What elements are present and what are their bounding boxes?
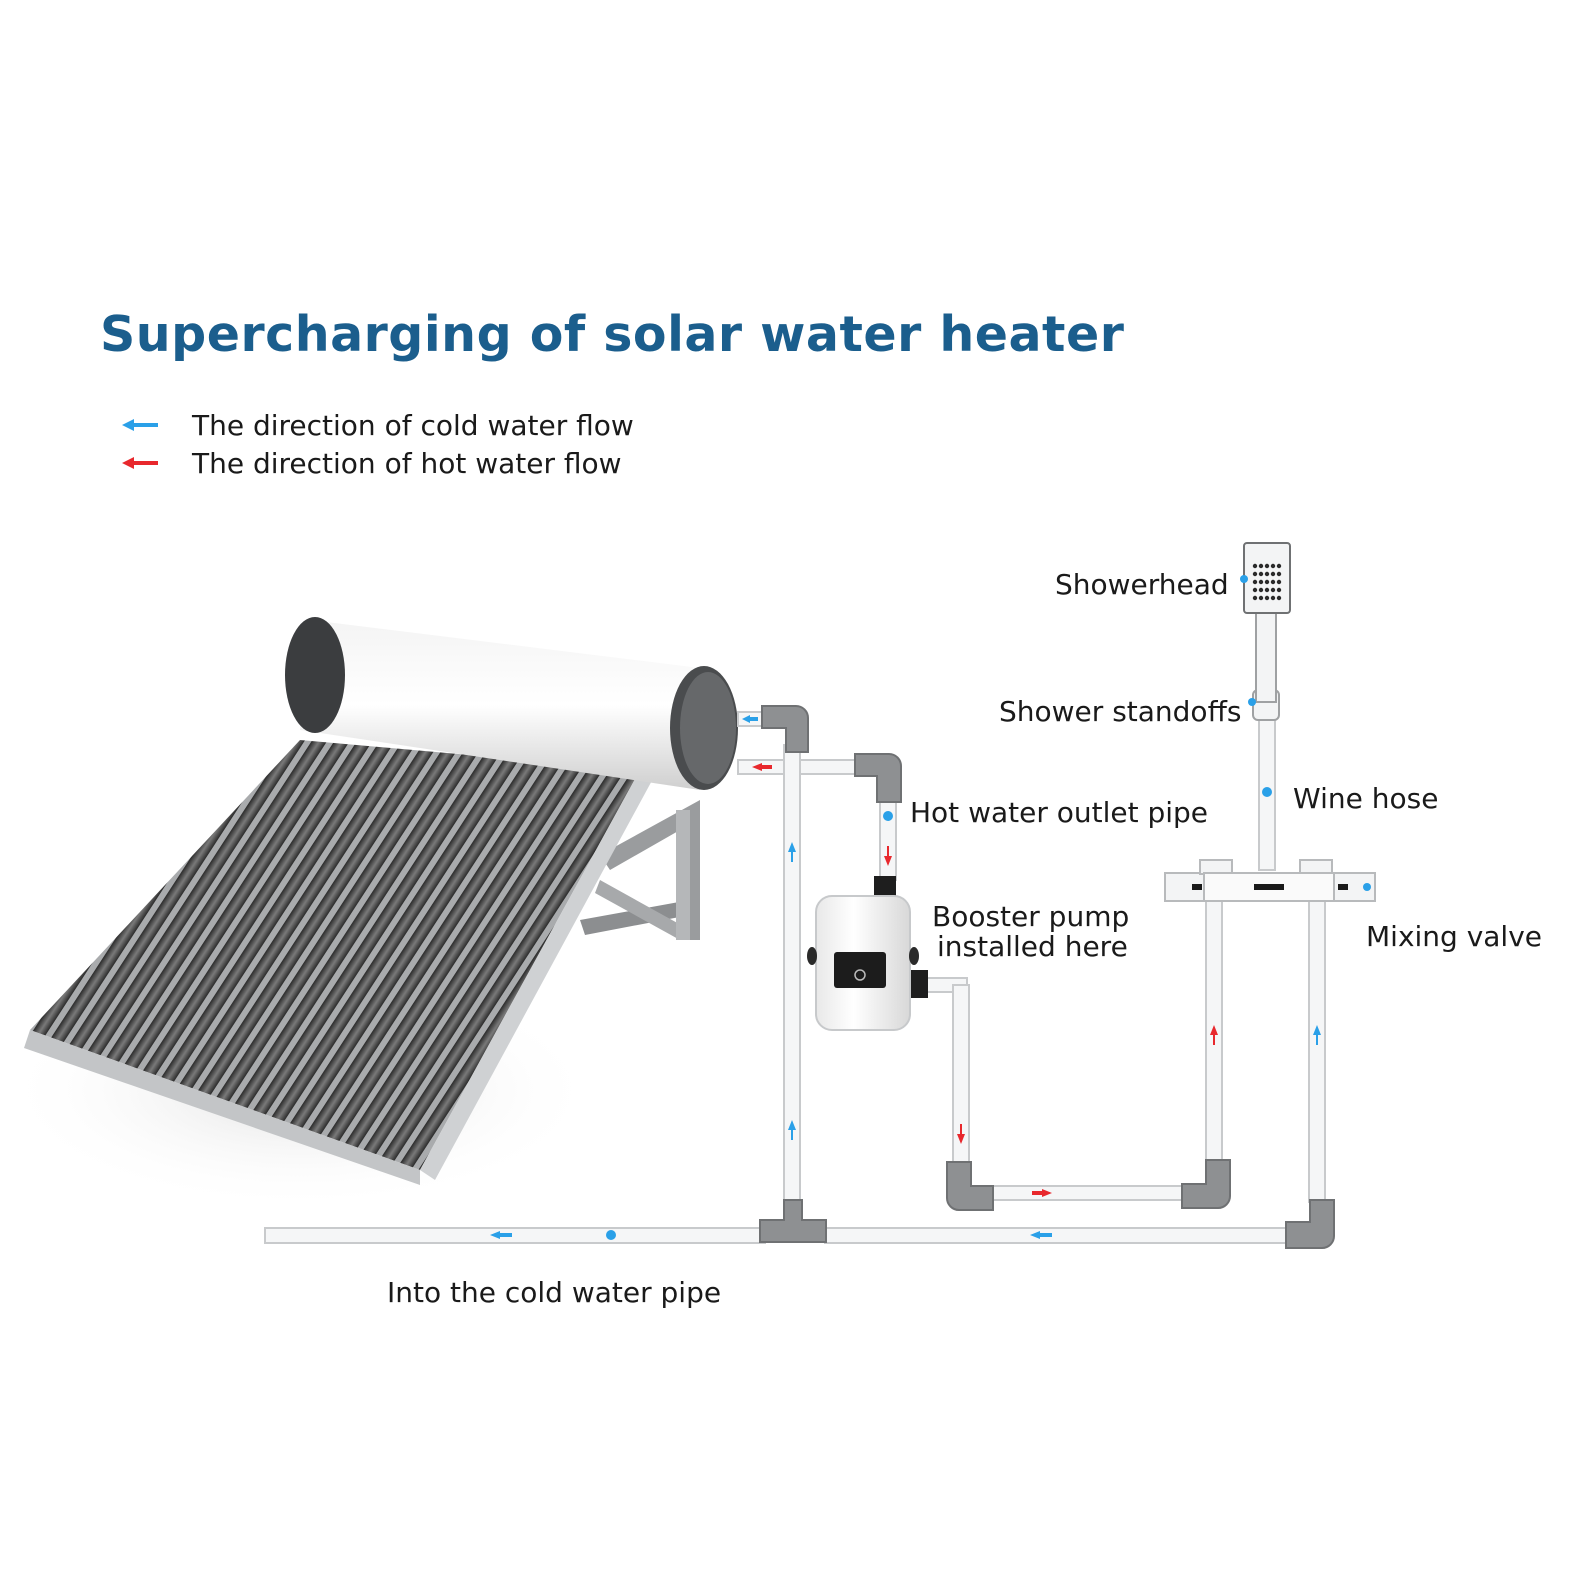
page-title: Supercharging of solar water heater [100,306,1125,363]
label-booster-pump-line2: installed here [937,930,1128,963]
cold-dot-icon [883,811,893,821]
solar-water-heater [24,617,738,1185]
elbow-tank-hot [854,753,902,803]
showerhead [1243,542,1291,614]
pipe-cold-to-valve [1308,899,1326,1203]
hot-flow-arrows [752,763,1218,1197]
legend-cold-label: The direction of cold water flow [192,408,634,442]
elbow-pump-bottom [946,1161,994,1211]
hot-arrow-icon [884,846,892,866]
main-cold-pipe-right [824,1227,1291,1244]
evacuated-tubes [30,740,640,1170]
cold-arrow-icon [1030,1231,1052,1239]
legend-cold: The direction of cold water flow [120,405,634,445]
hot-water-outlet-pipe [879,794,897,881]
label-mixing-valve: Mixing valve [1366,920,1543,953]
hot-arrow-icon [120,453,192,473]
shower-handle [1255,611,1277,703]
pump-inlet-connector [874,876,896,898]
heater-stand [580,800,700,940]
cold-arrow-icon [1313,1025,1321,1045]
label-booster-pump-line1: Booster pump [932,900,1130,933]
collector-side-rail [420,770,655,1180]
cold-dot-icon [1363,883,1371,891]
collector-rail [24,1030,420,1185]
hot-arrow-icon [1210,1025,1218,1045]
mixing-valve [1164,859,1376,902]
elbow-valve-cold [1285,1199,1335,1249]
showerhead-nozzles [1252,563,1282,601]
label-hot-water-outlet-pipe: Hot water outlet pipe [910,796,1209,829]
legend-hot-label: The direction of hot water flow [192,446,622,480]
shower-assembly [1243,542,1291,721]
main-cold-pipe-left [264,1227,766,1244]
label-shower-standoffs: Shower standoffs [999,695,1242,728]
cold-arrow-icon [490,1231,512,1239]
pipe-cold-vertical [783,744,801,1211]
label-showerhead: Showerhead [1055,568,1229,601]
booster-pump [807,876,928,1031]
storage-tank [285,617,738,790]
cold-dot-icon [1248,698,1256,706]
cold-dot-icon [1262,787,1272,797]
label-wine-hose: Wine hose [1293,782,1439,815]
cold-flow-arrows [490,575,1371,1240]
legend-hot: The direction of hot water flow [120,443,622,483]
pipe-fittings [759,705,1335,1249]
cold-dot-icon [606,1230,616,1240]
elbow-valve-hot [1181,1159,1231,1209]
hot-arrow-icon [1032,1189,1052,1197]
pump-outlet-connector [906,970,928,998]
cold-arrow-icon [788,1120,796,1140]
tee-main-cold [759,1199,827,1243]
hot-arrow-icon [957,1124,965,1144]
cold-arrow-icon [788,842,796,862]
hot-arrow-icon [752,763,772,771]
label-cold-water-pipe: Into the cold water pipe [387,1276,722,1309]
pump-power-icon [854,969,866,981]
elbow-tank-cold [761,705,809,753]
cold-dot-icon [1240,575,1248,583]
pipe-hot-bottom [989,1185,1186,1201]
cold-arrow-icon [120,415,192,435]
cold-arrow-icon [742,715,758,723]
